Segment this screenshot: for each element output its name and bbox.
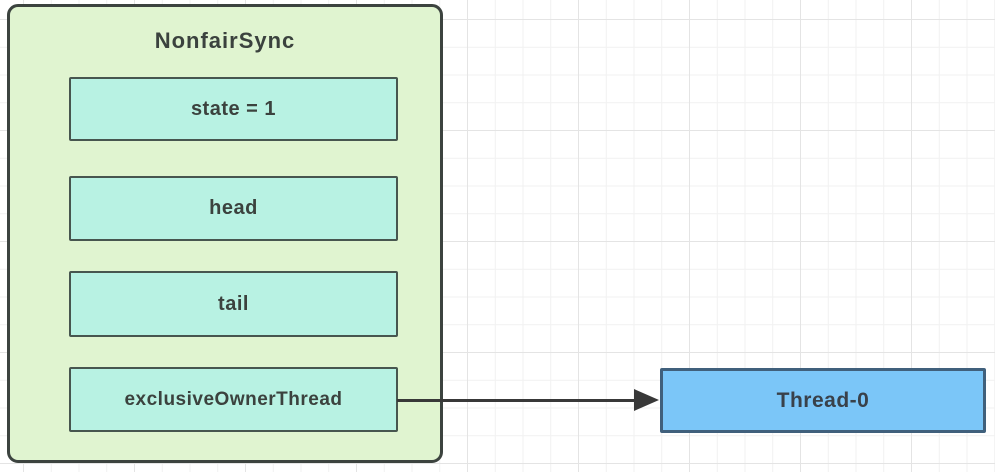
field-exclusive-owner-thread: exclusiveOwnerThread (69, 367, 398, 432)
field-tail: tail (69, 271, 398, 337)
field-head: head (69, 176, 398, 241)
field-exclusive-owner-thread-label: exclusiveOwnerThread (124, 388, 343, 410)
arrow-head-icon (634, 389, 659, 411)
field-tail-label: tail (218, 292, 249, 315)
field-state-label: state = 1 (190, 97, 277, 120)
thread-0-label: Thread-0 (776, 388, 870, 412)
owner-to-thread-arrow-line (397, 399, 638, 402)
nonfairsync-title: NonfairSync (154, 28, 296, 53)
thread-0-node: Thread-0 (660, 368, 986, 433)
field-state: state = 1 (69, 77, 398, 141)
field-head-label: head (209, 197, 258, 219)
